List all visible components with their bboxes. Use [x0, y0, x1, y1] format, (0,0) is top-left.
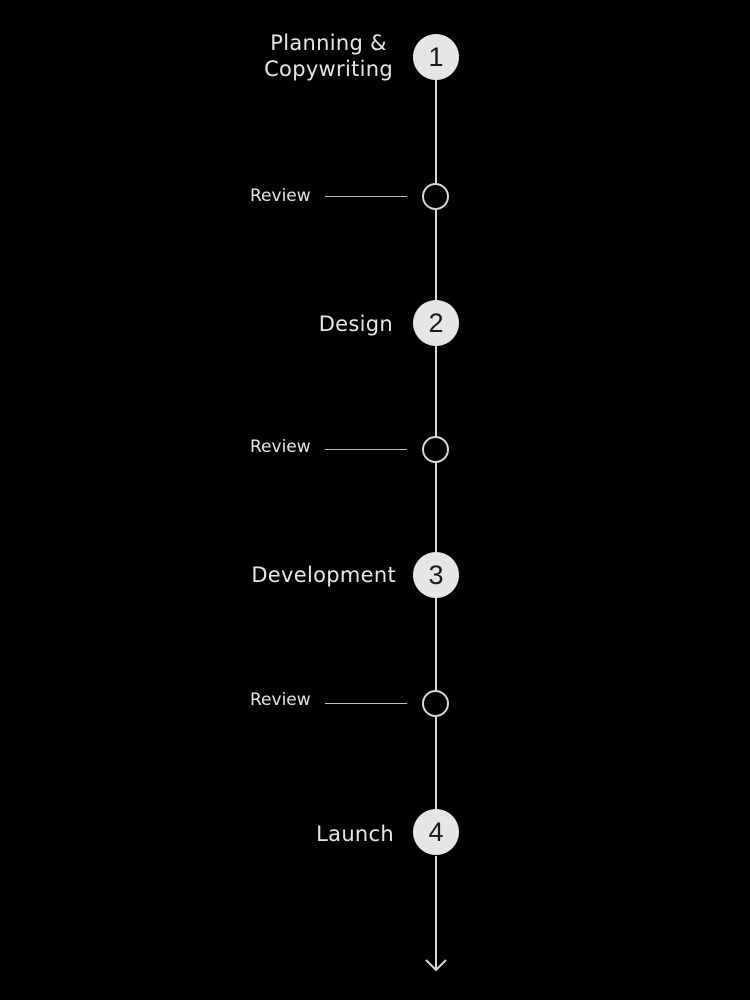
- step-4-marker: 4: [413, 809, 459, 855]
- timeline-spine-segment: [435, 346, 437, 436]
- step-1-label-line1: Planning &: [270, 31, 387, 55]
- review-2-marker: [422, 436, 449, 463]
- step-2-marker: 2: [413, 300, 459, 346]
- timeline-spine-segment: [435, 856, 437, 970]
- step-1-marker: 1: [413, 34, 459, 80]
- step-3-label: Development: [251, 563, 396, 587]
- review-3-connector: [325, 703, 407, 704]
- timeline-spine-segment: [435, 717, 437, 809]
- review-1-label: Review: [250, 186, 311, 206]
- timeline-spine-segment: [435, 598, 437, 690]
- review-1-marker: [422, 183, 449, 210]
- timeline-spine-segment: [435, 462, 437, 552]
- arrow-down-icon: [425, 959, 447, 972]
- step-4-label: Launch: [316, 822, 394, 846]
- step-3-marker: 3: [413, 552, 459, 598]
- review-3-marker: [422, 690, 449, 717]
- step-1-label: Planning & Copywriting: [264, 30, 393, 82]
- timeline-spine-segment: [435, 80, 437, 184]
- review-1-connector: [325, 196, 407, 197]
- step-2-label: Design: [318, 312, 393, 336]
- review-2-label: Review: [250, 437, 311, 457]
- review-2-connector: [325, 449, 407, 450]
- step-1-label-line2: Copywriting: [264, 57, 393, 81]
- review-3-label: Review: [250, 690, 311, 710]
- timeline-spine-segment: [435, 210, 437, 300]
